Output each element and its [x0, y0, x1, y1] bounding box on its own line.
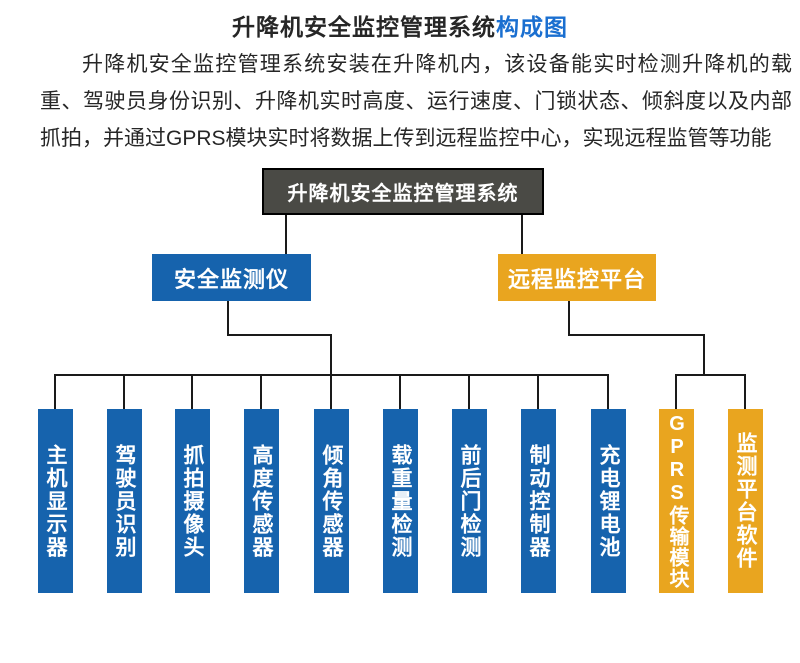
intro-paragraph: 升降机安全监控管理系统安装在升降机内，该设备能实时检测升降机的载重、驾驶员身份识…	[40, 53, 792, 150]
page-title: 升降机安全监控管理系统构成图	[0, 8, 800, 42]
leaf-node-tilt-sensor: 倾角传感器	[314, 409, 349, 593]
connector-monitor-drop-2	[330, 334, 332, 376]
stub-leaf-2	[123, 374, 125, 409]
bus-line-platform	[675, 374, 746, 376]
leaf-node-host-display: 主机显示器	[38, 409, 73, 593]
leaf-node-gprs-module: GPRS传输模块	[659, 409, 694, 593]
leaf-node-load-detection: 载重量检测	[383, 409, 418, 593]
leaf-label: 充电锂电池	[597, 443, 620, 559]
connector-platform-drop-1	[568, 301, 570, 336]
leaf-label: 倾角传感器	[320, 443, 343, 559]
connector-root-to-monitor	[285, 215, 287, 254]
leaf-label: 制动控制器	[527, 443, 550, 559]
leaf-label: 主机显示器	[44, 443, 67, 559]
leaf-node-lithium-battery: 充电锂电池	[591, 409, 626, 593]
leaf-node-capture-camera: 抓拍摄像头	[175, 409, 210, 593]
stub-leaf-9	[607, 374, 609, 409]
branch-node-remote-platform: 远程监控平台	[498, 254, 656, 301]
stub-leaf-6	[399, 374, 401, 409]
leaf-label: 监测平台软件	[734, 432, 757, 570]
leaf-label: GPRS传输模块	[666, 413, 688, 589]
leaf-label: 抓拍摄像头	[181, 443, 204, 559]
leaf-node-driver-id: 驾驶员识别	[107, 409, 142, 593]
stub-leaf-7	[468, 374, 470, 409]
leaf-label: 高度传感器	[250, 443, 273, 559]
connector-root-to-platform	[521, 215, 523, 254]
stub-leaf-11	[744, 374, 746, 409]
leaf-label: 前后门检测	[458, 443, 481, 559]
root-node-system: 升降机安全监控管理系统	[262, 168, 544, 215]
branch-node-safety-monitor: 安全监测仪	[152, 254, 311, 301]
stub-leaf-10	[675, 374, 677, 409]
leaf-label: 驾驶员识别	[113, 443, 136, 559]
leaf-node-platform-software: 监测平台软件	[728, 409, 763, 593]
page-title-main: 升降机安全监控管理系统	[232, 14, 496, 40]
leaf-node-door-detection: 前后门检测	[452, 409, 487, 593]
connector-platform-drop-2	[703, 334, 705, 376]
stub-leaf-1	[54, 374, 56, 409]
stub-leaf-4	[260, 374, 262, 409]
stub-leaf-8	[537, 374, 539, 409]
connector-platform-horizontal	[568, 334, 705, 336]
page-title-highlight: 构成图	[496, 14, 568, 40]
leaf-node-brake-controller: 制动控制器	[521, 409, 556, 593]
leaf-node-height-sensor: 高度传感器	[244, 409, 279, 593]
stub-leaf-5	[330, 374, 332, 409]
connector-monitor-drop-1	[227, 301, 229, 336]
leaf-label: 载重量检测	[389, 443, 412, 559]
connector-monitor-horizontal	[227, 334, 332, 336]
stub-leaf-3	[191, 374, 193, 409]
